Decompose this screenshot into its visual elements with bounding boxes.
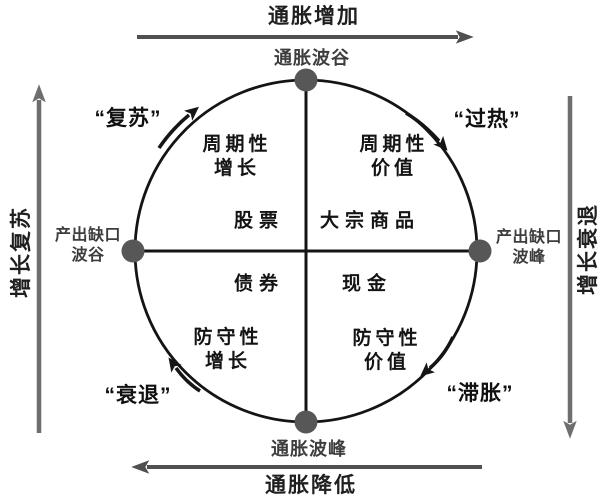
phase-stagflation-label: “滞胀”: [446, 382, 514, 405]
phase-recovery-label: “复苏”: [94, 107, 162, 130]
quadrant-se-style-line1: 防守性: [352, 328, 422, 349]
phase-overheat-label: “过热”: [453, 108, 521, 131]
quadrant-nw-style-line2: 增长: [213, 158, 261, 179]
inflation-trough-label: 通胀波谷: [274, 48, 350, 68]
asset-bonds-label: 债券: [233, 273, 285, 295]
asset-cash-label: 现金: [341, 273, 393, 295]
quadrant-nw-style-line1: 周期性: [202, 134, 272, 155]
quadrant-ne-style-label: 周期性 价值: [359, 133, 428, 181]
asset-stocks-label: 股票: [233, 210, 285, 232]
phase-recession-label: “衰退”: [104, 384, 172, 407]
output-gap-peak-label: 产出缺口 波峰: [496, 228, 562, 268]
cycle-arrow-sw: [168, 357, 201, 393]
quadrant-se-style-label: 防守性 价值: [352, 327, 421, 375]
left-axis-label: 增长复苏: [10, 206, 33, 298]
quadrant-ne-style-line1: 周期性: [359, 134, 429, 155]
output-gap-trough-dot: [121, 239, 145, 263]
output-gap-peak-line2: 波峰: [512, 249, 546, 266]
quadrant-ne-style-line2: 价值: [370, 158, 418, 179]
inflation-peak-dot: [294, 410, 318, 434]
output-gap-trough-label: 产出缺口 波谷: [55, 226, 121, 266]
output-gap-peak-dot: [468, 239, 492, 263]
quadrant-sw-style-line2: 增长: [204, 351, 252, 372]
quadrant-se-style-line2: 价值: [363, 352, 411, 373]
bottom-axis-label: 通胀降低: [265, 474, 357, 497]
cycle-arrow-nw: [157, 106, 199, 150]
asset-commodities-label: 大宗商品: [319, 210, 421, 232]
quadrant-nw-style-label: 周期性 增长: [202, 133, 271, 181]
right-axis-label: 增长衰退: [577, 203, 600, 295]
cycle-arrow-se: [420, 336, 455, 377]
quadrant-sw-style-line1: 防守性: [193, 327, 263, 348]
inflation-peak-label: 通胀波峰: [271, 439, 347, 459]
top-axis-label: 通胀增加: [268, 5, 360, 28]
cycle-arrow-ne: [405, 111, 448, 151]
output-gap-trough-line1: 产出缺口: [54, 227, 122, 244]
quadrant-sw-style-label: 防守性 增长: [193, 326, 262, 374]
inflation-trough-dot: [294, 68, 318, 92]
output-gap-peak-line1: 产出缺口: [495, 229, 563, 246]
output-gap-trough-line2: 波谷: [71, 247, 105, 264]
